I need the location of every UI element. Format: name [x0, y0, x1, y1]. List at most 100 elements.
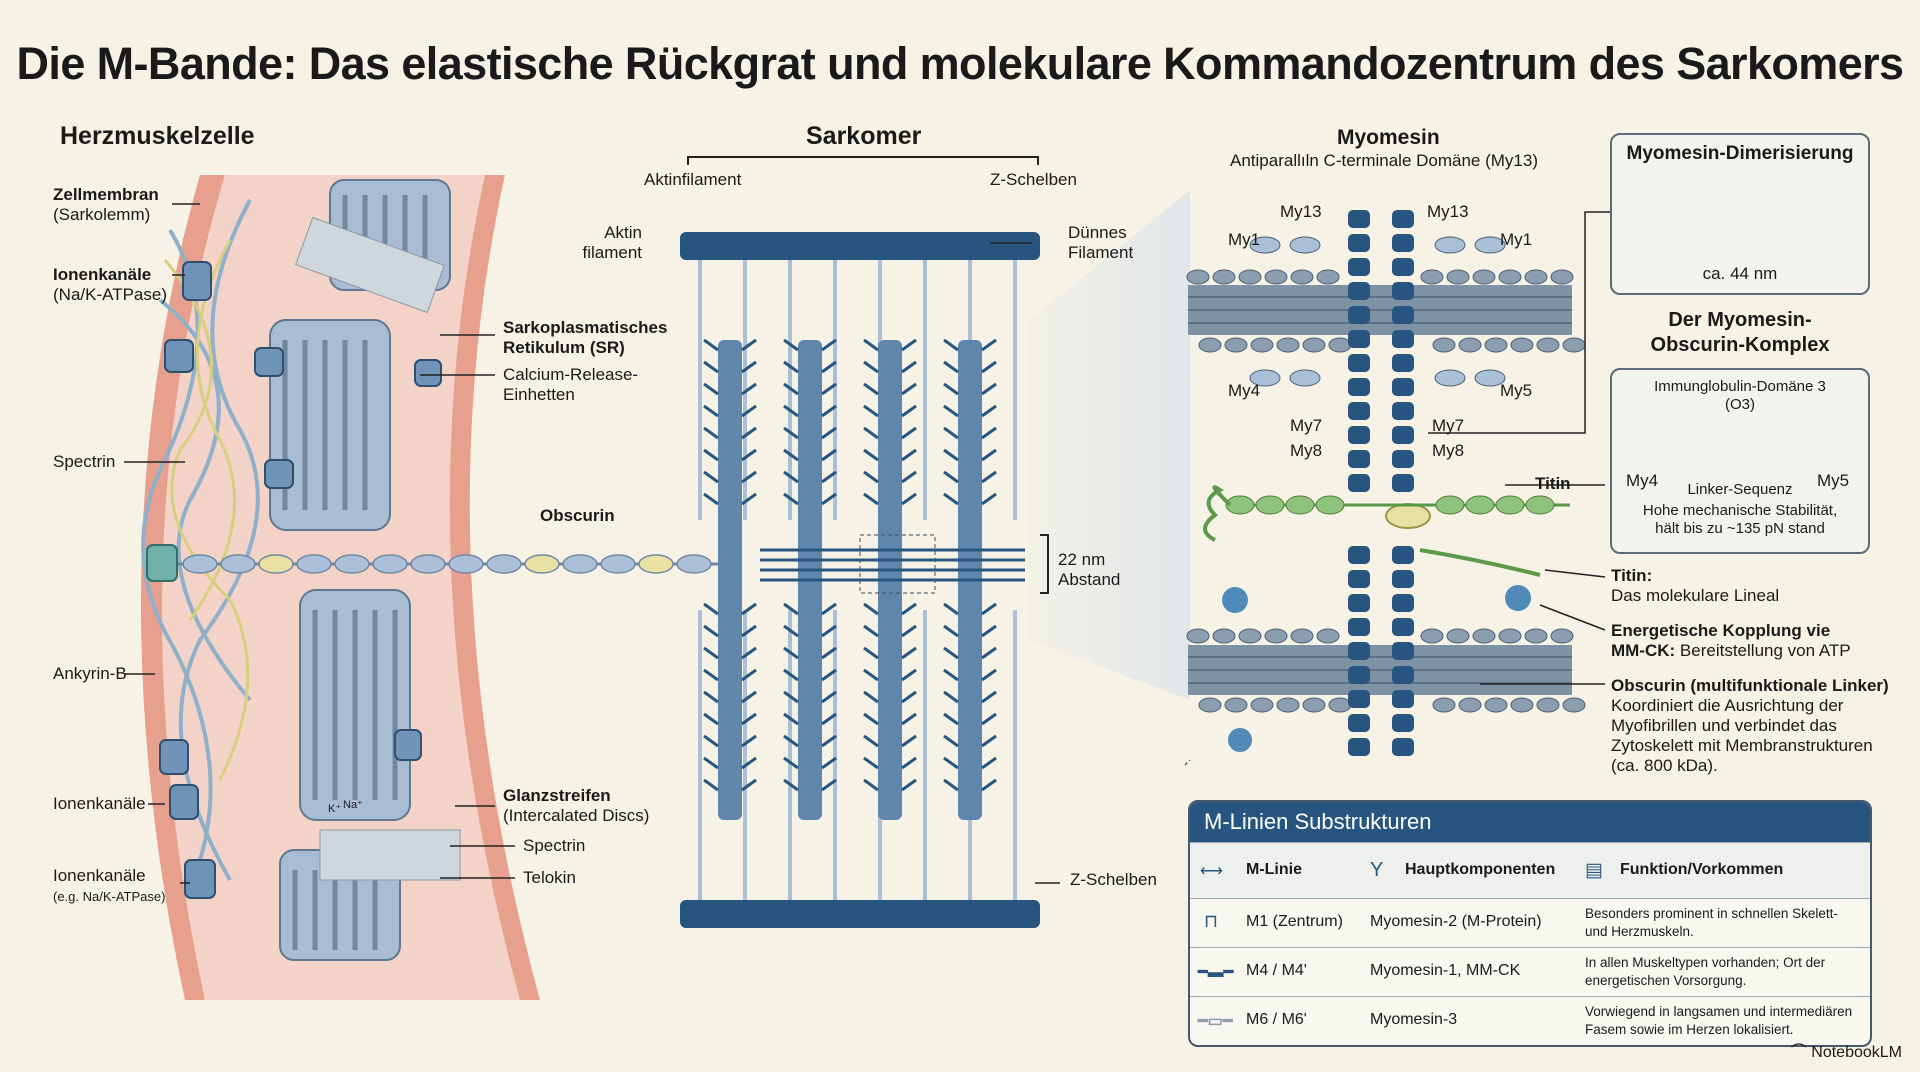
myosin-head	[981, 404, 997, 418]
label-ankyrin: Ankyrin-B	[53, 664, 127, 683]
complex-stability: Hohe mechanische Stabilität,hält bis zu …	[1642, 502, 1838, 537]
thin-filaments	[698, 260, 1017, 900]
myosin-head	[863, 734, 879, 748]
myomesin-domain	[1348, 234, 1370, 252]
myosin-head	[1290, 269, 1314, 285]
myosin-head	[981, 426, 997, 440]
obscurin-domain	[296, 554, 332, 574]
sarcomere-title: Sarkomer	[806, 122, 922, 150]
myosin-head	[741, 448, 757, 462]
titin-domain	[1465, 495, 1495, 515]
myosin-head	[741, 426, 757, 440]
myosin-head	[821, 470, 837, 484]
myosin-head	[901, 404, 917, 418]
m-line-crossbridges	[760, 548, 1025, 582]
label-actin-top: Aktinfilament	[644, 170, 742, 189]
titin-note: Titin:Das molekulare Lineal	[1611, 566, 1780, 605]
sarcomere-bracket	[687, 156, 1039, 165]
label-my13-right: My13	[1427, 202, 1469, 221]
complex-my5: My5	[1817, 471, 1850, 490]
dimer-panel-title: Myomesin-Dimerisierung	[1626, 143, 1854, 164]
myomesin-domain	[1392, 234, 1414, 252]
myosin-head	[1510, 337, 1534, 353]
myosin-head	[943, 338, 959, 352]
obscurin-domain	[638, 554, 674, 574]
myomesin-domain	[1348, 618, 1370, 636]
myosin-head	[1328, 697, 1352, 713]
myosin-head	[741, 404, 757, 418]
header-components: Hauptkomponenten	[1405, 861, 1556, 878]
dimerization-panel	[1610, 133, 1870, 295]
myomesin-domain	[1348, 354, 1370, 372]
myomesin-domain	[1348, 282, 1370, 300]
myosin-head	[821, 690, 837, 704]
zoom-box	[859, 534, 936, 594]
myosin-head	[741, 734, 757, 748]
myosin-head	[783, 382, 799, 396]
calcium-release-unit	[295, 216, 445, 314]
myosin-head	[1316, 628, 1340, 644]
myosin-head	[741, 602, 757, 616]
myosin-head	[901, 668, 917, 682]
myosin-head	[703, 712, 719, 726]
myosin-head	[703, 624, 719, 638]
titin-domain	[1435, 495, 1465, 515]
obscurin-domain	[448, 554, 484, 574]
brand-label: ⌒ NotebookLM	[1791, 1038, 1902, 1062]
myosin-head	[703, 492, 719, 506]
table-row: ━▭━ M6 / M6' Myomesin-3 Vorwiegend in la…	[1190, 996, 1870, 1045]
myosin-head	[1212, 269, 1236, 285]
main-title: Die M-Bande: Das elastische Rückgrat und…	[16, 38, 1905, 89]
myosin-head	[1198, 337, 1222, 353]
myosin-head	[1498, 628, 1522, 644]
myosin-head	[783, 492, 799, 506]
myosin-head	[1550, 628, 1574, 644]
label-my8-left: My8	[1290, 441, 1323, 460]
myomesin-domain	[1392, 330, 1414, 348]
myosin-head	[1432, 697, 1456, 713]
myosin-head	[741, 668, 757, 682]
myosin-head	[1264, 628, 1288, 644]
myosin-head	[863, 404, 879, 418]
myosin-head	[741, 624, 757, 638]
myomesin-subtitle: Antiparallıln C-terminale Domäne (My13)	[1230, 151, 1539, 170]
complex-linker: Linker-Sequenz	[1687, 481, 1793, 498]
myosin-head	[901, 492, 917, 506]
myosin-head	[1458, 337, 1482, 353]
myosin-head	[703, 338, 719, 352]
myosin-head	[1420, 628, 1444, 644]
myomesin-domain	[1392, 450, 1414, 468]
myosin-head	[863, 646, 879, 660]
titin-domain	[1495, 495, 1525, 515]
myosin-head	[783, 338, 799, 352]
myomesin-domain	[1392, 738, 1414, 756]
myosin-head	[703, 602, 719, 616]
label-my5: My5	[1500, 381, 1533, 400]
myosin-head	[821, 756, 837, 770]
myosin-head	[1198, 697, 1222, 713]
myosin-head	[943, 492, 959, 506]
cell-components: Myomesin-2 (M-Protein)	[1370, 913, 1542, 930]
label-my4: My4	[1228, 381, 1261, 400]
myosin-head	[783, 426, 799, 440]
obscurin-domain	[220, 554, 256, 574]
myosin-head	[1562, 697, 1586, 713]
myosin-head	[901, 338, 917, 352]
myosin-head	[783, 690, 799, 704]
myosin-head	[981, 602, 997, 616]
myosin-head	[981, 448, 997, 462]
myosin-head	[821, 360, 837, 374]
myosin-head	[943, 448, 959, 462]
table-row: ━▬━ M4 / M4' Myomesin-1, MM-CK In allen …	[1190, 947, 1870, 997]
myosin-head	[901, 756, 917, 770]
myosin-head	[1238, 628, 1262, 644]
myosin-head	[1250, 337, 1274, 353]
obscurin-domain	[524, 554, 560, 574]
myosin-head	[783, 778, 799, 792]
myomesin-domain	[1289, 369, 1321, 387]
myosin-head	[981, 646, 997, 660]
thick-filaments	[703, 338, 997, 820]
